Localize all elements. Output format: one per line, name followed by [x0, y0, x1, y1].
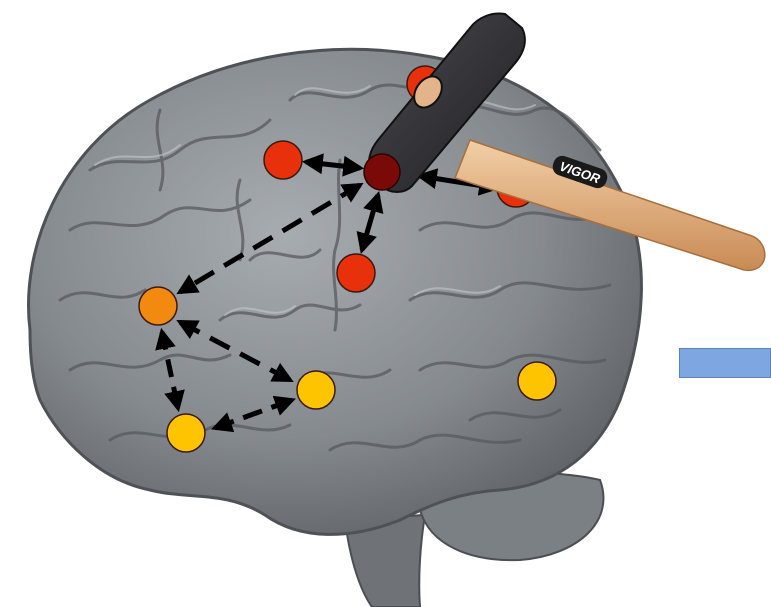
node-orange [139, 287, 177, 325]
node-yellow-bottom [167, 414, 205, 452]
node-left-red [264, 141, 302, 179]
node-mid-red [337, 254, 375, 292]
node-yellow-right [518, 362, 556, 400]
brain-illustration [29, 49, 642, 607]
blue-bar-shape [679, 348, 771, 378]
node-yellow-mid [297, 371, 335, 409]
node-center-hit [364, 154, 400, 190]
